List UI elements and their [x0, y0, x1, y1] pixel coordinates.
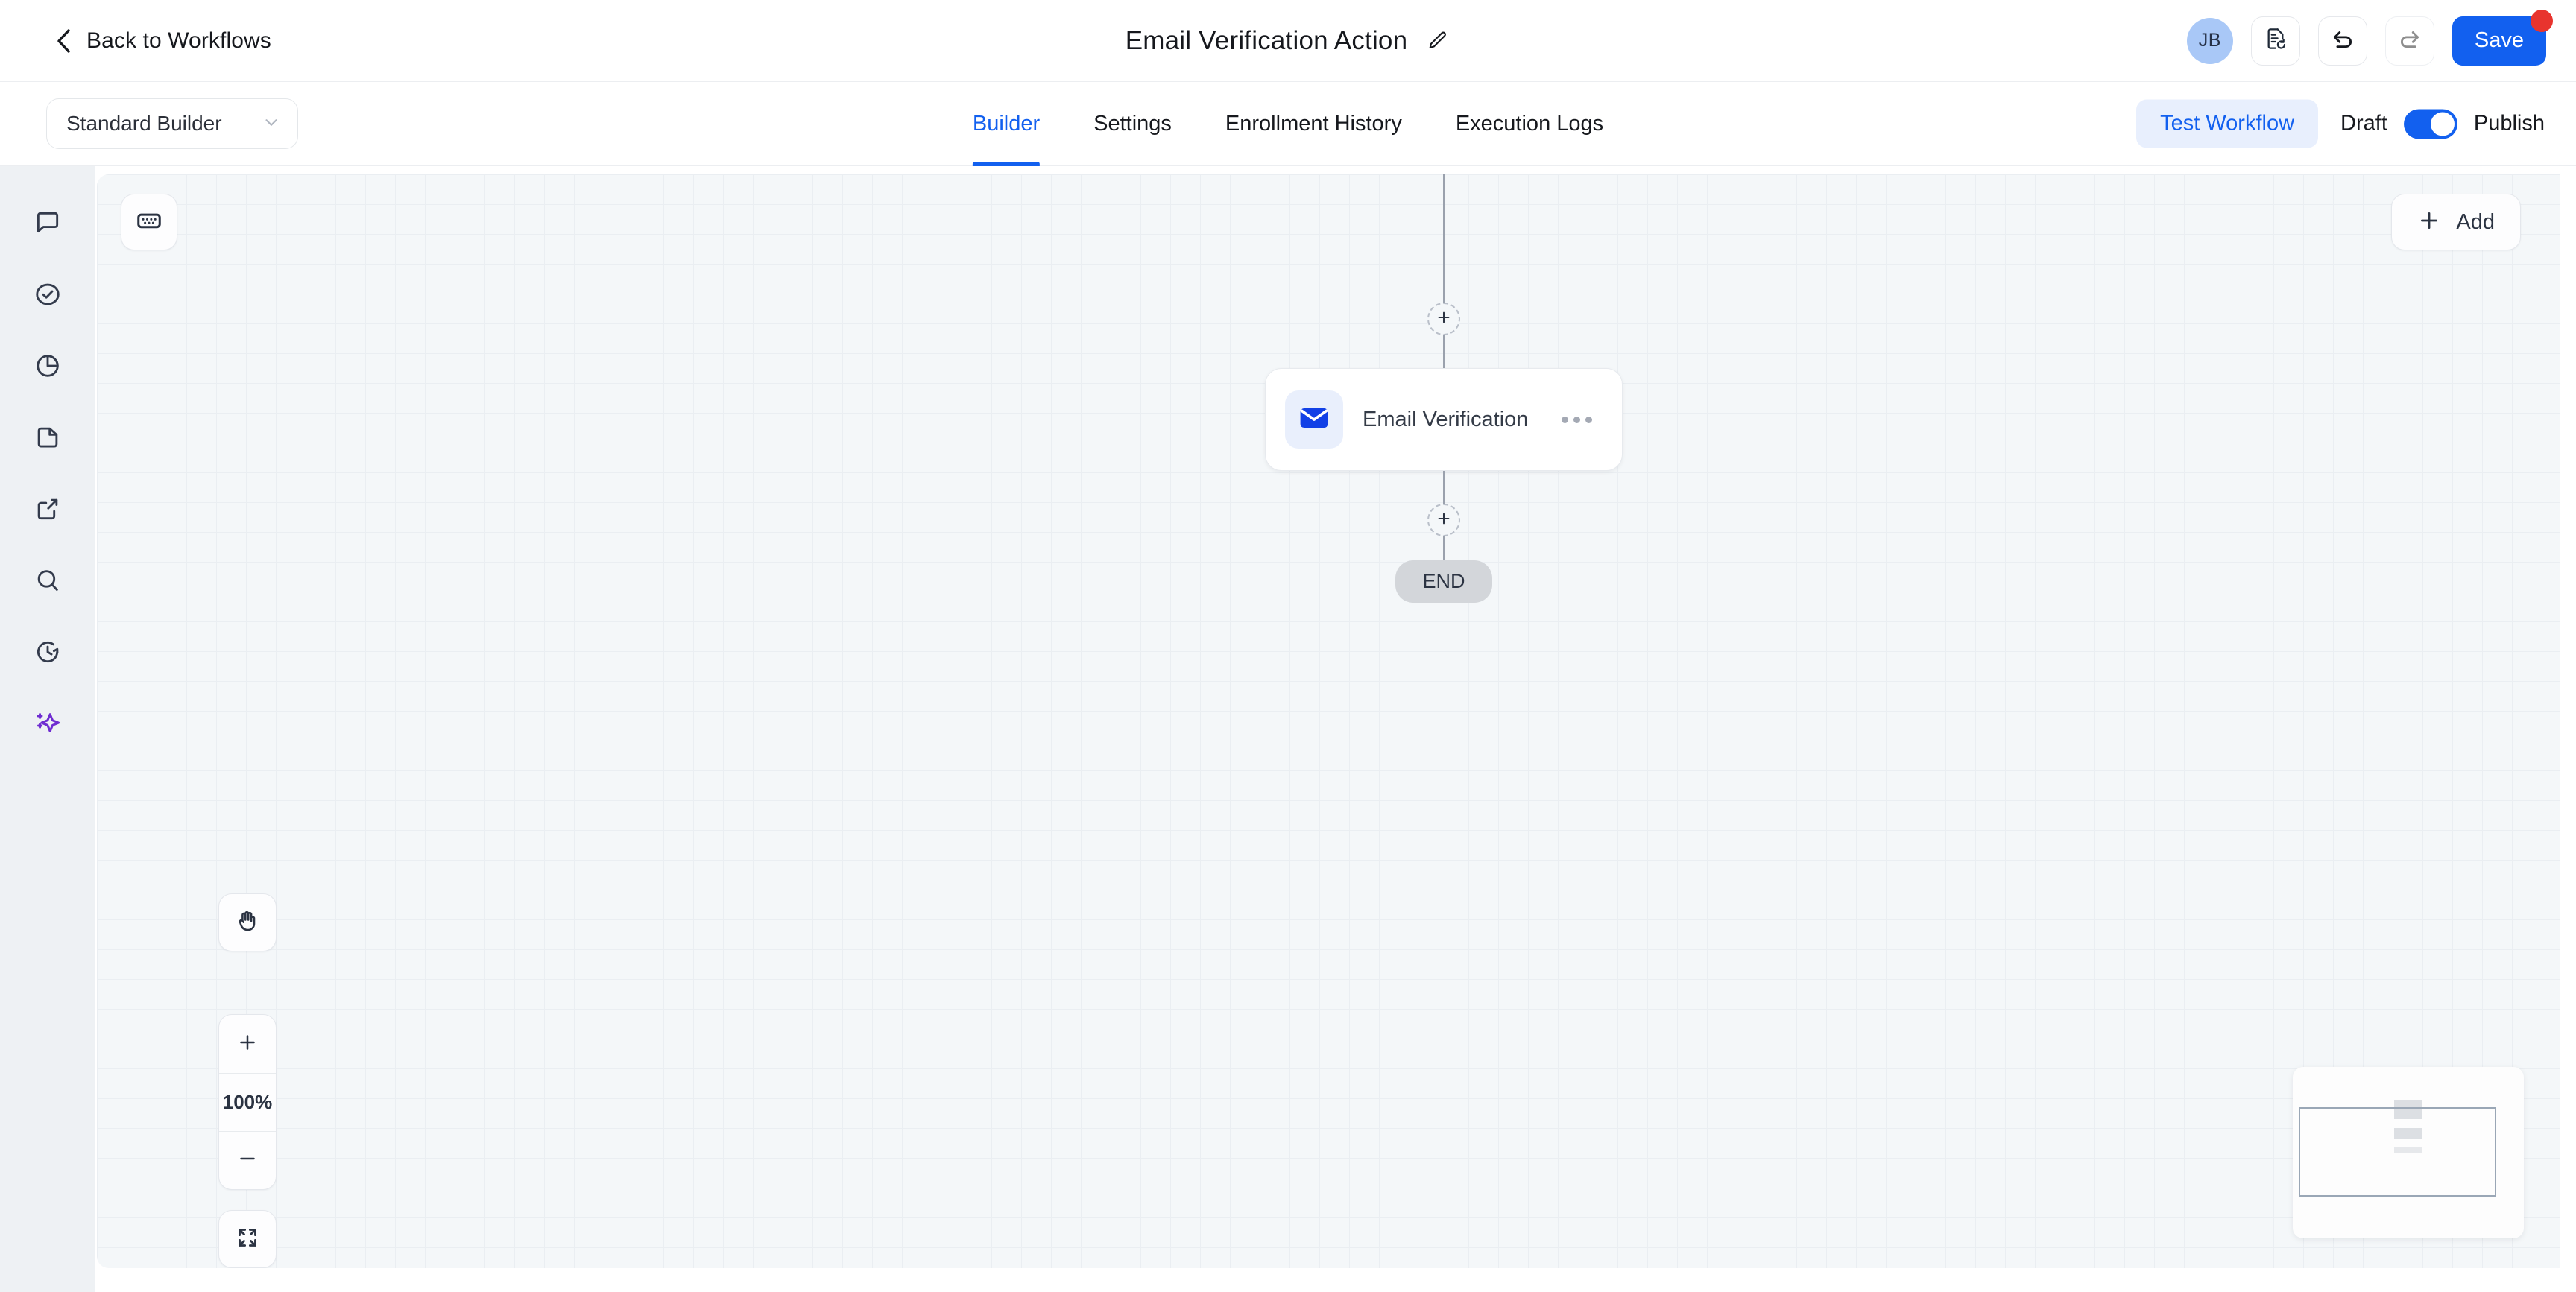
builder-mode-select[interactable]: Standard Builder — [46, 98, 298, 149]
tab-settings-label: Settings — [1093, 112, 1172, 136]
test-workflow-label: Test Workflow — [2160, 111, 2295, 136]
keyboard-shortcuts-button[interactable] — [121, 194, 177, 250]
sidebar-item-documents[interactable] — [12, 403, 83, 475]
redo-icon — [2397, 26, 2422, 55]
pan-tool-button[interactable] — [218, 893, 277, 951]
version-history-button[interactable] — [2250, 16, 2300, 66]
sidebar-item-history[interactable] — [12, 618, 83, 689]
test-workflow-button[interactable]: Test Workflow — [2136, 99, 2319, 148]
tab-settings[interactable]: Settings — [1067, 82, 1199, 166]
plus-icon — [2417, 209, 2441, 236]
end-node: END — [1395, 560, 1492, 603]
save-label: Save — [2474, 28, 2524, 52]
minimap[interactable] — [2293, 1067, 2524, 1238]
tab-execution-logs[interactable]: Execution Logs — [1429, 82, 1630, 166]
sidebar-item-ai-assistant[interactable] — [12, 689, 83, 761]
minimap-node — [2394, 1147, 2422, 1153]
minus-icon — [236, 1147, 259, 1174]
unsaved-changes-badge — [2531, 9, 2553, 32]
tab-enrollment-history[interactable]: Enrollment History — [1199, 82, 1429, 166]
sidebar-item-tasks[interactable] — [12, 260, 83, 332]
fit-to-screen-button[interactable] — [218, 1210, 277, 1268]
connector-line-end — [1443, 536, 1445, 560]
minimap-nodes — [2394, 1100, 2422, 1153]
sidebar-item-comments[interactable] — [12, 189, 83, 260]
workflow-subheader-bar: Standard Builder Builder Settings Enroll… — [0, 82, 2576, 166]
zoom-out-button[interactable] — [219, 1131, 276, 1189]
toggle-knob — [2430, 112, 2455, 136]
add-step-button[interactable]: Add — [2391, 194, 2521, 250]
tab-enrollment-history-label: Enrollment History — [1225, 112, 1402, 136]
plus-icon — [1436, 510, 1452, 531]
check-circle-icon — [34, 280, 62, 312]
node-icon-container — [1285, 390, 1343, 449]
undo-button[interactable] — [2317, 16, 2367, 66]
draft-label: Draft — [2340, 111, 2387, 136]
pie-chart-icon — [34, 352, 62, 384]
chat-bubble-icon — [34, 209, 62, 241]
envelope-icon — [1297, 401, 1331, 439]
add-step-node-bottom[interactable] — [1427, 504, 1460, 536]
minimap-node — [2394, 1100, 2422, 1119]
keyboard-icon — [135, 206, 163, 238]
undo-icon — [2330, 26, 2355, 55]
add-step-node-top[interactable] — [1427, 303, 1460, 335]
node-label: Email Verification — [1363, 407, 1529, 431]
chevron-left-icon — [55, 28, 72, 54]
end-label: END — [1422, 570, 1465, 592]
minimap-viewport-rect[interactable] — [2299, 1107, 2496, 1197]
connector-line-mid-top — [1443, 335, 1445, 368]
sidebar-item-search[interactable] — [12, 546, 83, 618]
avatar-initials: JB — [2198, 30, 2221, 51]
external-link-icon — [34, 495, 62, 527]
publish-state-group: Draft Publish — [2340, 109, 2545, 139]
clock-history-icon — [34, 638, 62, 670]
subheader-actions: Test Workflow Draft Publish — [2136, 99, 2545, 148]
zoom-level-display: 100% — [219, 1073, 276, 1131]
sidebar-item-share[interactable] — [12, 475, 83, 546]
save-button[interactable]: Save — [2452, 9, 2553, 66]
file-icon — [34, 423, 62, 455]
workflow-flow: Email Verification END — [1265, 174, 1623, 603]
workflow-title-group: Email Verification Action — [1126, 26, 1451, 56]
left-icon-rail — [0, 166, 95, 1292]
publish-label: Publish — [2473, 111, 2545, 136]
expand-icon — [235, 1225, 260, 1254]
back-to-workflows-label: Back to Workflows — [86, 28, 271, 53]
avatar[interactable]: JB — [2186, 17, 2233, 64]
sidebar-item-analytics[interactable] — [12, 332, 83, 403]
workflow-node-email-verification[interactable]: Email Verification — [1265, 368, 1623, 471]
hand-icon — [234, 908, 261, 938]
builder-mode-value: Standard Builder — [66, 112, 222, 135]
workflow-canvas[interactable]: Add Email Verification — [97, 174, 2560, 1268]
publish-toggle[interactable] — [2403, 109, 2457, 139]
tab-execution-logs-label: Execution Logs — [1455, 112, 1604, 136]
plus-icon — [236, 1031, 259, 1057]
tab-builder[interactable]: Builder — [946, 82, 1067, 166]
tab-builder-label: Builder — [972, 112, 1041, 136]
connector-line-mid-bottom — [1443, 471, 1445, 504]
chevron-down-icon — [262, 113, 281, 136]
pencil-icon[interactable] — [1424, 28, 1450, 54]
connector-line-top — [1443, 174, 1445, 303]
minimap-node — [2394, 1128, 2422, 1139]
back-to-workflows-button[interactable]: Back to Workflows — [55, 28, 271, 54]
header-actions: JB — [2186, 9, 2553, 66]
add-step-label: Add — [2456, 209, 2495, 234]
plus-icon — [1436, 309, 1452, 329]
search-icon — [34, 566, 62, 598]
document-refresh-icon — [2264, 27, 2288, 54]
zoom-controls: 100% — [218, 1014, 277, 1190]
redo-button[interactable] — [2384, 16, 2434, 66]
top-header-bar: Back to Workflows Email Verification Act… — [0, 0, 2576, 82]
zoom-in-button[interactable] — [219, 1015, 276, 1073]
workflow-tabs: Builder Settings Enrollment History Exec… — [946, 82, 1630, 166]
ellipsis-icon[interactable] — [1554, 409, 1600, 431]
sparkle-icon — [34, 709, 62, 741]
page-title: Email Verification Action — [1125, 25, 1408, 55]
